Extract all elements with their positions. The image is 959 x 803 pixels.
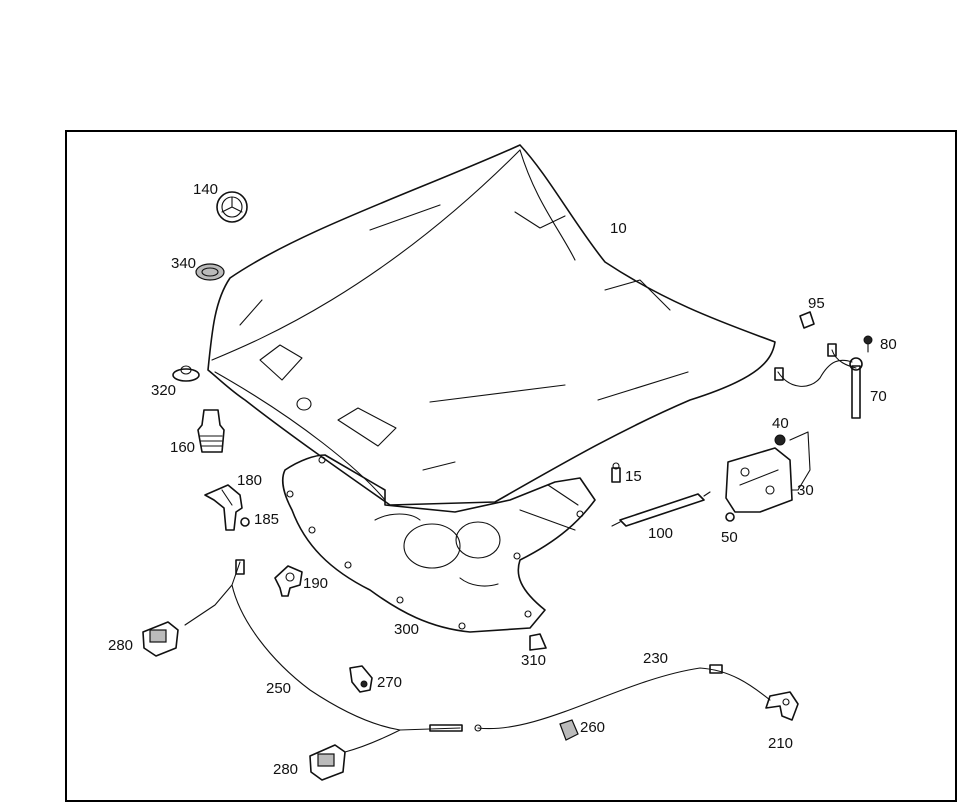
label-70: 70: [870, 388, 887, 405]
label-40: 40: [772, 415, 789, 432]
screw-part[interactable]: [863, 335, 873, 353]
cable-holder-part[interactable]: [559, 719, 579, 741]
label-340: 340: [171, 255, 196, 272]
label-100: 100: [648, 525, 673, 542]
buffer-bracket-part[interactable]: [274, 565, 303, 597]
label-300: 300: [394, 621, 419, 638]
release-cable-part[interactable]: [184, 559, 463, 753]
hood-lock-part[interactable]: [725, 431, 811, 513]
label-320: 320: [151, 382, 176, 399]
lock-bolt-part[interactable]: [774, 434, 786, 446]
label-140: 140: [193, 181, 218, 198]
label-185: 185: [254, 511, 279, 528]
label-50: 50: [721, 529, 738, 546]
label-260: 260: [580, 719, 605, 736]
pin-part[interactable]: [611, 462, 621, 483]
hood-switch-part[interactable]: [774, 343, 863, 419]
emblem-part[interactable]: [216, 191, 248, 223]
lock-screw-part[interactable]: [725, 512, 735, 522]
hinge-bracket-part[interactable]: [204, 484, 243, 531]
clip-part[interactable]: [529, 633, 547, 651]
label-80: 80: [880, 336, 897, 353]
lock-part-upper[interactable]: [142, 621, 179, 657]
label-30: 30: [797, 482, 814, 499]
label-95: 95: [808, 295, 825, 312]
label-190: 190: [303, 575, 328, 592]
label-280-upper: 280: [108, 637, 133, 654]
hood-insulation-part[interactable]: [282, 454, 596, 633]
label-180: 180: [237, 472, 262, 489]
label-270: 270: [377, 674, 402, 691]
bowden-cable-part[interactable]: [474, 664, 771, 732]
label-310: 310: [521, 652, 546, 669]
diagram-frame: [65, 130, 957, 802]
bump-stop-part[interactable]: [197, 409, 225, 453]
label-210: 210: [768, 735, 793, 752]
connector-part[interactable]: [799, 311, 815, 329]
label-15: 15: [625, 468, 642, 485]
buffer-part[interactable]: [172, 365, 200, 382]
hood-part[interactable]: [207, 144, 776, 506]
release-lever-part[interactable]: [765, 691, 799, 721]
gas-strut-part[interactable]: [611, 491, 711, 527]
label-10: 10: [610, 220, 627, 237]
lock-part-lower[interactable]: [309, 744, 346, 781]
label-280-lower: 280: [273, 761, 298, 778]
label-230: 230: [643, 650, 668, 667]
label-160: 160: [170, 439, 195, 456]
grommet-part[interactable]: [195, 263, 225, 281]
cable-clip-part[interactable]: [349, 665, 373, 693]
bolt-part[interactable]: [240, 517, 250, 527]
label-250: 250: [266, 680, 291, 697]
